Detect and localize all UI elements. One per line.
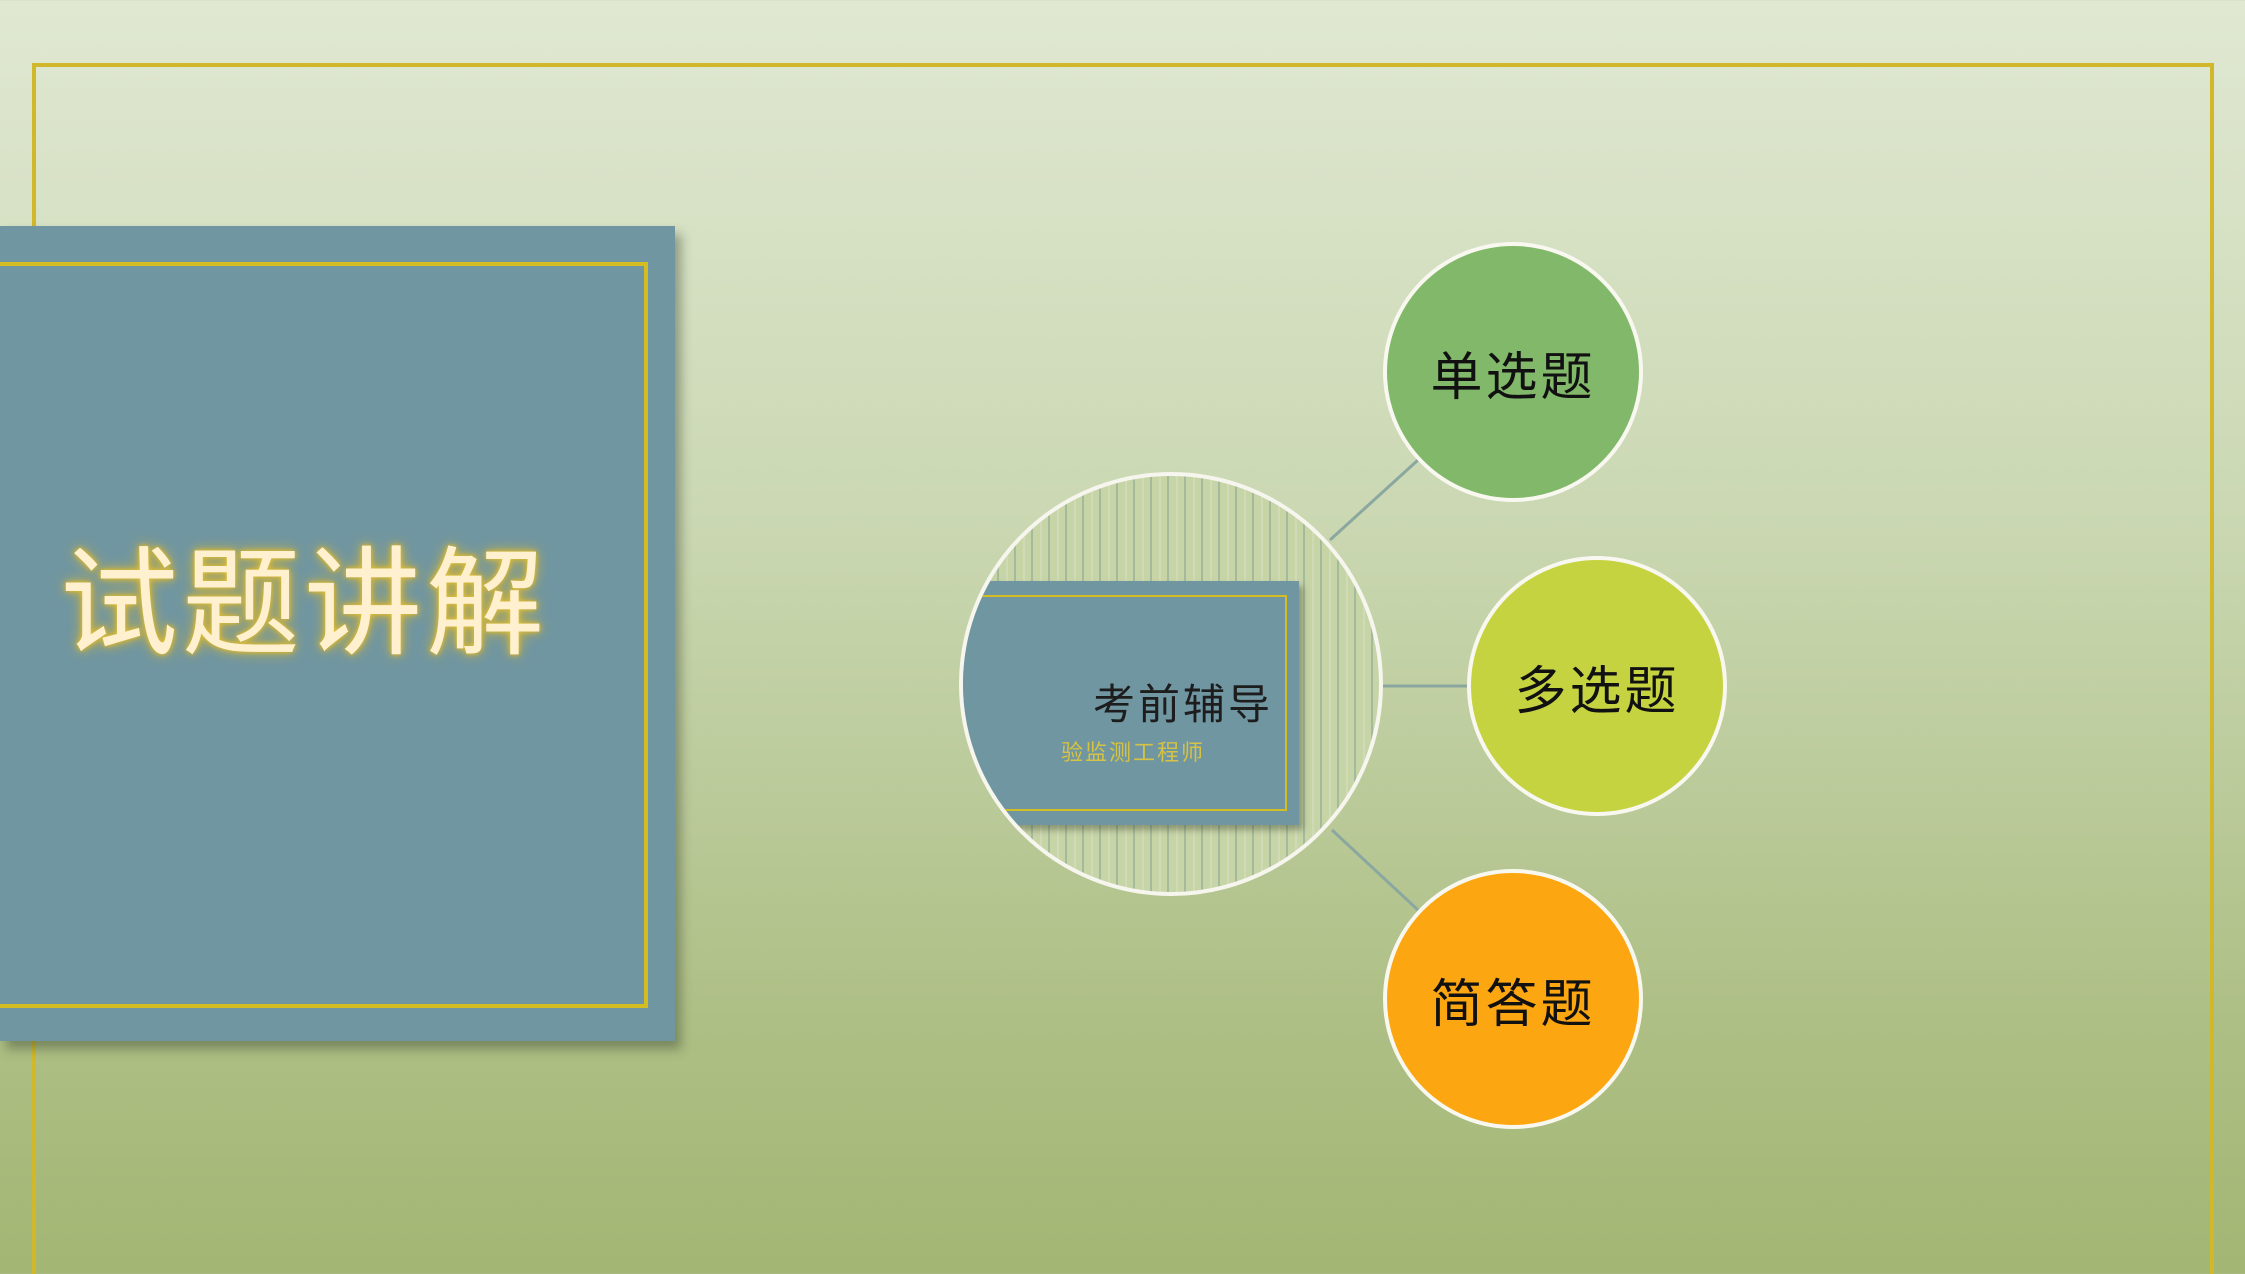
hub-title: 考前辅导 (1092, 680, 1273, 729)
hub-subtitle: 验监测工程师 (1061, 741, 1206, 766)
title-panel: 试题讲解 (0, 226, 675, 1041)
connector-single (1328, 458, 1420, 542)
multiple-choice-node[interactable]: 多选题 (1467, 556, 1727, 816)
short-answer-node[interactable]: 简答题 (1383, 869, 1643, 1129)
short-answer-label: 简答题 (1430, 974, 1596, 1035)
connector-short (1330, 828, 1420, 912)
slide-title: 试题讲解 (60, 535, 549, 673)
hub-thumbnail[interactable]: 考前辅导 验监测工程师 (959, 472, 1383, 896)
single-choice-label: 单选题 (1430, 347, 1596, 408)
multiple-choice-label: 多选题 (1514, 661, 1680, 722)
hub-card-border (963, 595, 1287, 811)
hub-card: 考前辅导 验监测工程师 (963, 581, 1299, 825)
title-panel-border (0, 262, 648, 1008)
single-choice-node[interactable]: 单选题 (1383, 242, 1643, 502)
